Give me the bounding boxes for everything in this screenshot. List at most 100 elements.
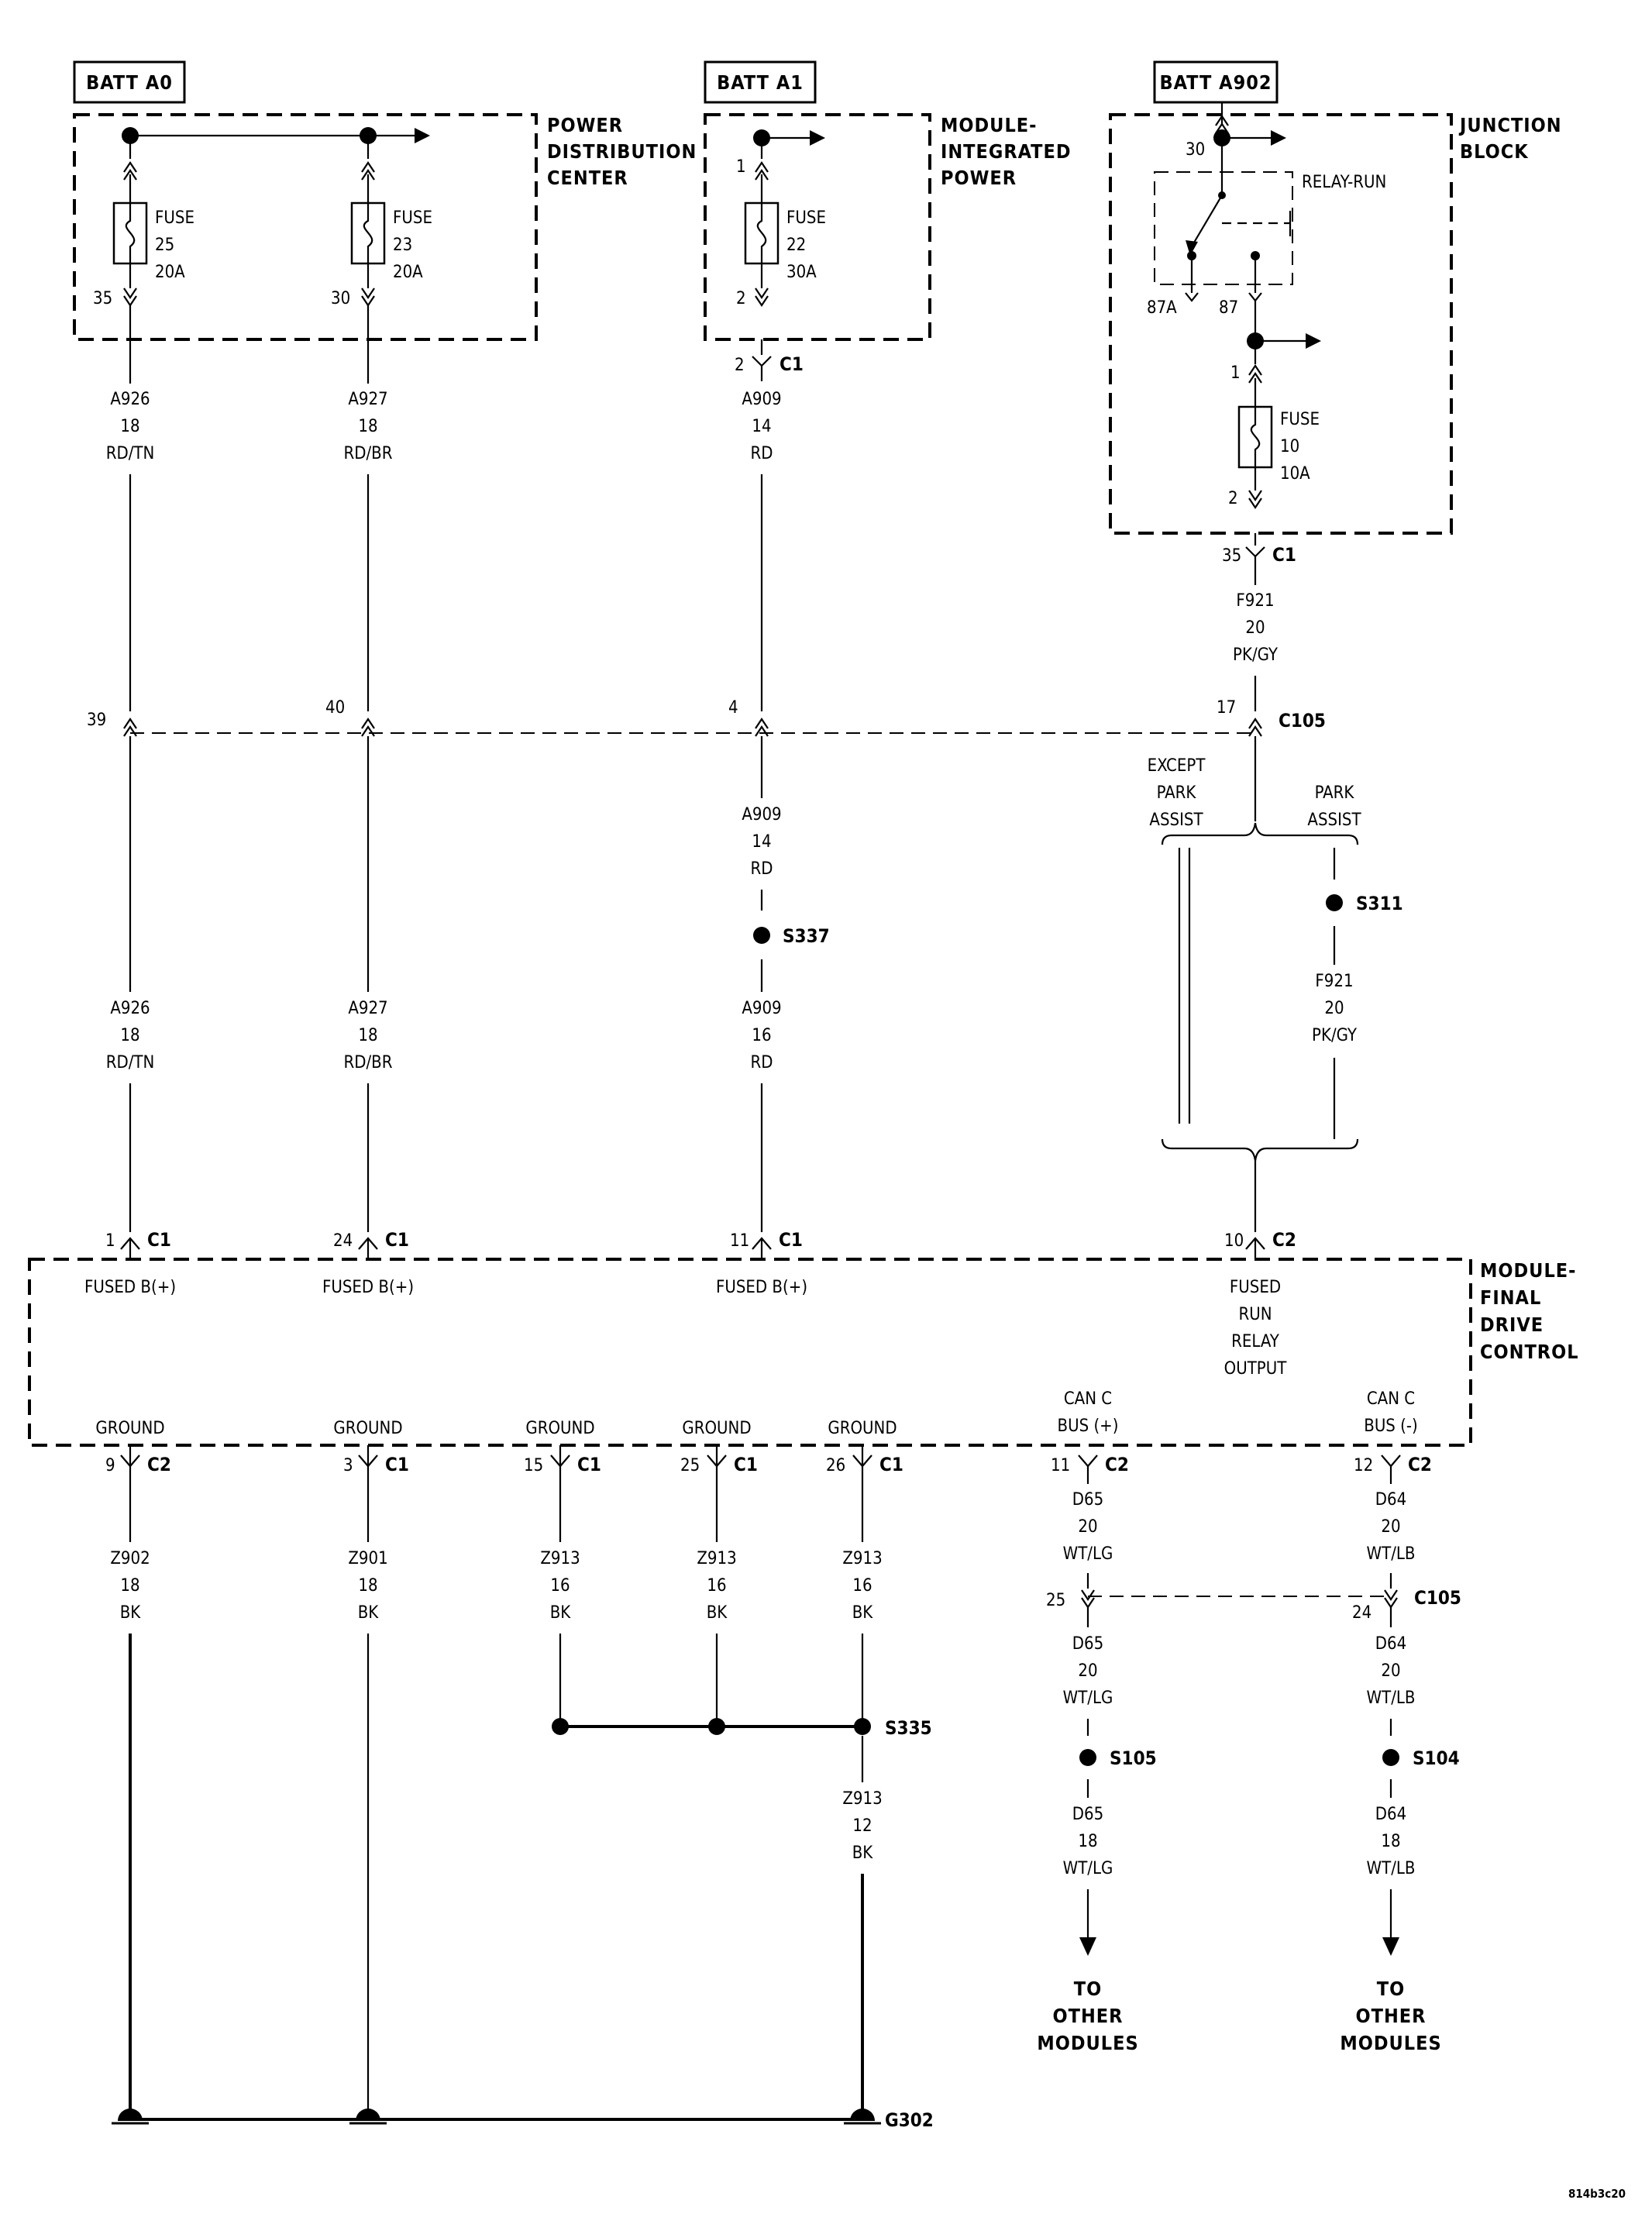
svg-text:10: 10 <box>1280 437 1299 456</box>
svg-text:11: 11 <box>1051 1456 1070 1475</box>
svg-text:9: 9 <box>105 1456 115 1475</box>
svg-text:18: 18 <box>358 1026 377 1045</box>
svg-text:GROUND: GROUND <box>828 1419 897 1438</box>
svg-text:1: 1 <box>736 157 746 177</box>
svg-text:Z901: Z901 <box>348 1549 387 1568</box>
svg-text:F921: F921 <box>1315 972 1353 991</box>
svg-text:26: 26 <box>826 1456 845 1475</box>
svg-text:BATT A902: BATT A902 <box>1159 71 1272 94</box>
svg-text:2: 2 <box>735 356 745 375</box>
svg-text:35: 35 <box>93 289 112 308</box>
svg-text:PARK: PARK <box>1157 783 1197 803</box>
svg-text:1: 1 <box>105 1231 115 1251</box>
fdc-bottom-labels: GROUND GROUND GROUND GROUND GROUND CAN C… <box>95 1389 1417 1438</box>
can-bus-negative: D64 20 WT/LB 24 C105 D64 20 WT/LB S104 D… <box>1340 1466 1461 2054</box>
svg-text:Z913: Z913 <box>842 1789 882 1809</box>
fdc-output-connectors: 9 C2 3 C1 15 C1 25 C1 26 C1 11 C2 12 C2 <box>105 1454 1432 1475</box>
svg-text:FUSE: FUSE <box>155 208 194 228</box>
svg-text:20: 20 <box>1245 618 1265 638</box>
svg-text:BK: BK <box>852 1844 874 1863</box>
svg-text:C1: C1 <box>385 1229 409 1251</box>
svg-text:BK: BK <box>852 1603 874 1623</box>
svg-text:A909: A909 <box>742 999 781 1018</box>
figure-id: 814b3c20 <box>1568 2187 1626 2201</box>
svg-text:C1: C1 <box>1272 544 1296 566</box>
svg-text:20: 20 <box>1324 999 1344 1018</box>
svg-text:A926: A926 <box>110 999 150 1018</box>
wire-a926-lower: A926 18 RD/TN <box>106 736 154 1232</box>
svg-text:C105: C105 <box>1414 1587 1461 1609</box>
module-final-drive-control: MODULE- FINAL DRIVE CONTROL <box>28 1258 1579 1447</box>
svg-text:D64: D64 <box>1375 1490 1406 1510</box>
svg-text:BUS (+): BUS (+) <box>1058 1417 1119 1436</box>
svg-text:CAN C: CAN C <box>1367 1389 1415 1409</box>
svg-text:S335: S335 <box>885 1717 932 1739</box>
relay-run: 30 RELAY-RUN 87A 87 <box>1147 102 1386 349</box>
svg-text:A909: A909 <box>742 805 781 825</box>
svg-text:1: 1 <box>1230 363 1241 383</box>
svg-text:BK: BK <box>120 1603 142 1623</box>
svg-text:16: 16 <box>550 1576 570 1596</box>
svg-text:A926: A926 <box>110 390 150 409</box>
svg-text:18: 18 <box>358 1576 377 1596</box>
svg-text:GROUND: GROUND <box>95 1419 164 1438</box>
wire-a927-upper: A927 18 RD/BR <box>344 305 393 711</box>
ground-wires: Z902 18 BK Z901 18 BK Z913 16 BK Z913 16… <box>110 1445 883 2119</box>
fdc-input-pin11: 11 C1 FUSED B(+) <box>716 1229 807 1297</box>
svg-text:18: 18 <box>120 1026 139 1045</box>
batt-a902-label: BATT A902 <box>1153 60 1279 104</box>
svg-text:OTHER: OTHER <box>1053 2005 1124 2027</box>
svg-text:20: 20 <box>1381 1661 1400 1681</box>
svg-text:WT/LG: WT/LG <box>1063 1689 1113 1708</box>
svg-text:2: 2 <box>1228 489 1238 508</box>
svg-text:DISTRIBUTION: DISTRIBUTION <box>547 140 697 163</box>
fuse-25: FUSE 25 20A 35 <box>93 136 194 308</box>
splice-s337: S337 <box>753 925 830 947</box>
svg-text:JUNCTION: JUNCTION <box>1458 114 1562 136</box>
svg-text:24: 24 <box>1352 1603 1372 1623</box>
svg-text:4: 4 <box>728 698 738 718</box>
svg-text:DRIVE: DRIVE <box>1480 1313 1544 1336</box>
svg-text:RELAY: RELAY <box>1231 1332 1280 1351</box>
svg-text:FUSED B(+): FUSED B(+) <box>322 1278 414 1297</box>
svg-text:PK/GY: PK/GY <box>1312 1026 1358 1045</box>
svg-text:TO: TO <box>1377 1978 1405 2000</box>
wire-a909-upper: A909 14 RD <box>742 390 782 711</box>
svg-text:C1: C1 <box>779 1229 803 1251</box>
svg-text:C1: C1 <box>147 1229 171 1251</box>
svg-text:D64: D64 <box>1375 1634 1406 1654</box>
svg-text:FUSED B(+): FUSED B(+) <box>84 1278 176 1297</box>
svg-text:C1: C1 <box>734 1454 758 1475</box>
svg-text:MODULE-: MODULE- <box>1480 1259 1576 1282</box>
svg-text:10: 10 <box>1224 1231 1244 1251</box>
svg-text:MODULES: MODULES <box>1340 2032 1441 2054</box>
svg-text:WT/LG: WT/LG <box>1063 1544 1113 1564</box>
wire-f921-upper: F921 20 PK/GY <box>1233 570 1279 711</box>
svg-text:3: 3 <box>343 1456 353 1475</box>
fdc-input-pin1: 1 C1 FUSED B(+) <box>84 1229 176 1297</box>
svg-text:OTHER: OTHER <box>1356 2005 1427 2027</box>
svg-text:20: 20 <box>1381 1517 1400 1537</box>
svg-text:BATT A0: BATT A0 <box>86 71 173 94</box>
svg-text:BATT A1: BATT A1 <box>717 71 804 94</box>
svg-text:WT/LB: WT/LB <box>1367 1689 1416 1708</box>
svg-text:RD: RD <box>751 444 773 463</box>
svg-text:RD: RD <box>751 859 773 879</box>
svg-text:BK: BK <box>550 1603 572 1623</box>
svg-text:CONTROL: CONTROL <box>1480 1341 1579 1363</box>
svg-text:RD/TN: RD/TN <box>106 444 155 463</box>
svg-text:35: 35 <box>1222 546 1241 566</box>
svg-text:D64: D64 <box>1375 1805 1406 1824</box>
svg-text:12: 12 <box>852 1816 872 1836</box>
svg-text:C1: C1 <box>879 1454 903 1475</box>
svg-text:S337: S337 <box>783 925 830 947</box>
wire-z913-12: Z913 12 BK <box>842 1736 883 2119</box>
svg-text:14: 14 <box>752 417 771 436</box>
batt-a1-label: BATT A1 <box>704 60 817 104</box>
fdc-input-pin24: 24 C1 FUSED B(+) <box>322 1229 414 1297</box>
svg-text:OUTPUT: OUTPUT <box>1224 1359 1288 1379</box>
svg-text:S105: S105 <box>1110 1747 1157 1769</box>
wire-a909-mid: A909 14 RD <box>742 736 782 911</box>
svg-text:S104: S104 <box>1413 1747 1460 1769</box>
